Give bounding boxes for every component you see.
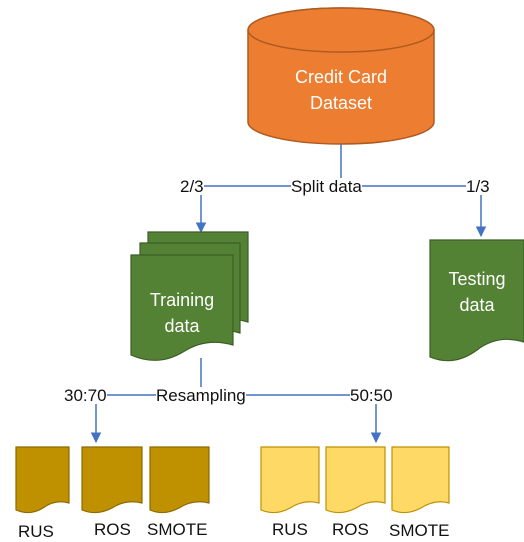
test-ratio-label: 1/3 [466,177,490,196]
left-smote-caption: SMOTE [147,520,208,539]
left-smote-document [149,446,210,514]
dataset-label-line2: Dataset [309,93,373,114]
right-smote-document [391,446,450,514]
credit-card-dataset-cylinder [247,7,435,145]
left-ros-document [81,446,143,514]
split-data-label: Split data [291,177,362,196]
testing-data-document [429,239,524,362]
right-ros-caption: ROS [332,520,369,539]
testing-label: Testing data [430,266,524,318]
resampling-right-ratio: 50:50 [350,386,393,405]
dataset-label-line1: Credit Card [294,67,388,87]
right-smote-caption: SMOTE [389,521,450,540]
training-data-multidocument [130,231,249,361]
left-rus-caption: RUS [18,522,54,541]
right-rus-caption: RUS [272,520,308,539]
dataset-label: Credit Card Dataset [248,64,434,116]
left-ros-caption: ROS [94,520,131,539]
right-rus-document [260,446,320,514]
resampling-left-ratio: 30:70 [64,386,107,405]
left-rus-document [15,446,70,514]
resampling-label: Resampling [156,386,246,405]
train-ratio-label: 2/3 [180,177,204,196]
training-label: Training data [131,287,233,339]
right-ros-document [325,446,386,514]
right-group-documents [260,446,450,514]
testing-label-line1: Testing [448,269,506,289]
left-group-documents [15,446,210,514]
training-label-line1: Training [149,290,215,310]
testing-label-line2: data [459,295,495,316]
training-label-line2: data [164,316,200,337]
